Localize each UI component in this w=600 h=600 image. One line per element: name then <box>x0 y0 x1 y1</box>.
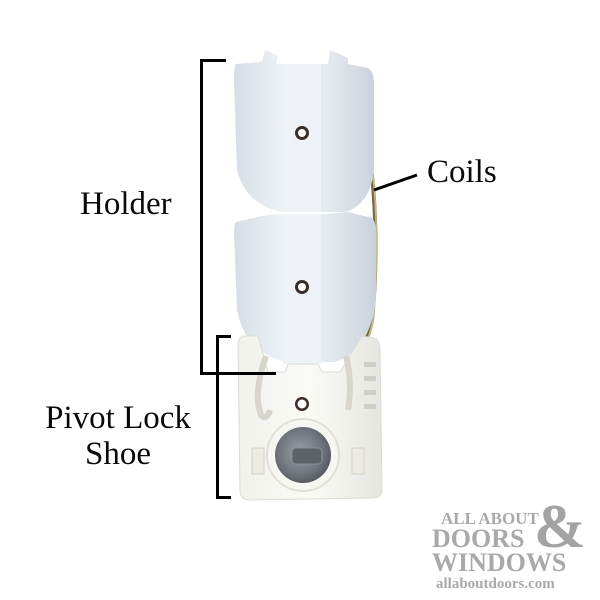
pivot-lock-shoe-label: Pivot Lock Shoe <box>25 400 211 472</box>
watermark-line2: DOORS <box>432 524 525 553</box>
watermark-url: allaboutdoors.com <box>436 576 555 592</box>
holder-label: Holder <box>80 186 172 222</box>
watermark-line1: ALL ABOUT <box>441 509 539 528</box>
watermark-ampersand: & <box>534 493 586 561</box>
holder-bracket-spine <box>200 59 203 374</box>
upper-holder-drum <box>234 50 374 212</box>
watermark-line3: WINDOWS <box>432 548 567 577</box>
pivot-lock-label-line1: Pivot Lock <box>45 400 191 436</box>
holder-bracket-top-tick <box>201 59 226 62</box>
pivot-lock-label-line2: Shoe <box>85 436 151 472</box>
shoe-bracket-bottom-tick <box>216 496 231 499</box>
pivot-lock-shoe <box>237 335 383 501</box>
shoe-bracket-spine <box>216 335 219 499</box>
coils-label: Coils <box>427 154 497 190</box>
shoe-bracket-top-tick <box>216 335 231 338</box>
holder-bracket-bottom-tick <box>200 372 276 375</box>
lower-holder-drum <box>234 212 376 364</box>
